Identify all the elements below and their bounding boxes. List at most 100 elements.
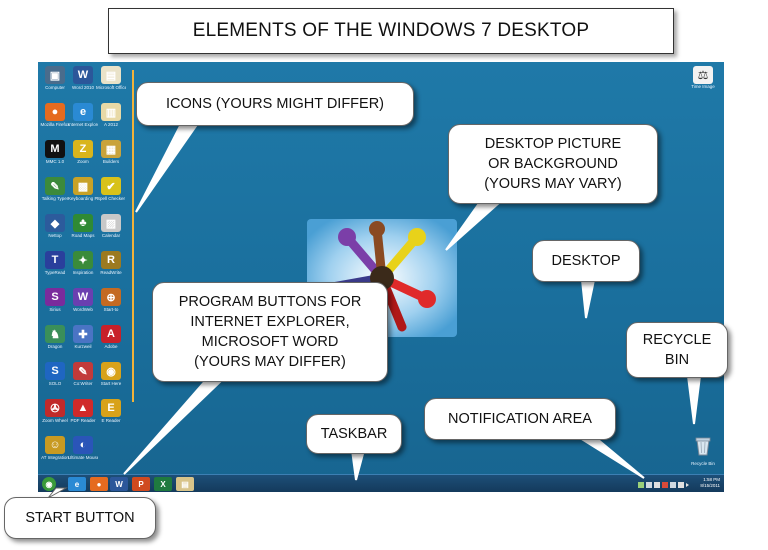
notification-area[interactable]: 1:58 PM 8/15/2011 xyxy=(636,477,722,490)
top-right-desktop-icon[interactable]: ⚖ Time Image xyxy=(688,66,718,89)
callout-program-buttons-line-2: INTERNET EXPLORER, xyxy=(190,314,350,330)
shield-icon: E xyxy=(101,399,121,417)
hat-icon: ▲ xyxy=(73,399,93,417)
desktop-icon-label: PDF Reader xyxy=(70,418,96,423)
word-icon: W xyxy=(73,66,93,84)
taskbar-button-firefox[interactable]: ● xyxy=(90,477,108,491)
desktop-icon-label: Inspiration xyxy=(72,270,94,275)
dragon-icon: ♞ xyxy=(45,325,65,343)
desktop-icon-label: Adobe xyxy=(104,344,118,349)
sirius-icon: S xyxy=(45,288,65,306)
taskbar-button-explorer[interactable]: ▤ xyxy=(176,477,194,491)
desktop-icon[interactable]: ▩Keyboarding Pro xyxy=(68,177,98,201)
tr-icon: T xyxy=(45,251,65,269)
wheel-icon: ✇ xyxy=(45,399,65,417)
desktop-icon[interactable]: ✎Talking Typer xyxy=(40,177,70,201)
desktop-icon[interactable]: ✚Kurzweil xyxy=(68,325,98,349)
desktop-icon[interactable]: ✇Zoom Wheel xyxy=(40,399,70,423)
desktop-icon[interactable]: ●Mozilla Firefox xyxy=(40,103,70,127)
folder-icon: ▥ xyxy=(101,103,121,121)
desktop-icon-label: Microsoft Office xyxy=(96,85,126,90)
desktop-icon-label: Kurzweil xyxy=(74,344,92,349)
callout-start-button-text: START BUTTON xyxy=(25,510,135,526)
desktop-icon[interactable]: ✎Co:Writer xyxy=(68,362,98,386)
keyboard-icon: ▩ xyxy=(73,177,93,195)
desktop-icon-label: Talking Typer xyxy=(41,196,69,201)
kurzweil-icon: ✚ xyxy=(73,325,93,343)
taskbar-button-powerpoint[interactable]: P xyxy=(132,477,150,491)
desktop-icon[interactable]: ♣Road Maps xyxy=(68,214,98,238)
start-button[interactable]: ◉ xyxy=(42,477,56,491)
typer-icon: ✎ xyxy=(45,177,65,195)
desktop-icon[interactable]: ☺AT Integration xyxy=(40,436,70,460)
computer-icon: ▣ xyxy=(45,66,65,84)
callout-notification-area: NOTIFICATION AREA xyxy=(424,398,616,440)
callout-taskbar-text: TASKBAR xyxy=(320,426,388,442)
desktop-icon[interactable]: ◆Nettop xyxy=(40,214,70,238)
checkmark-icon: ✔ xyxy=(101,177,121,195)
desktop-icon-label: Word 2010 xyxy=(72,85,94,90)
desktop-icon-label: A 2012 xyxy=(103,122,118,127)
wordweb-icon: W xyxy=(73,288,93,306)
readwrite-icon: R xyxy=(101,251,121,269)
desktop-icon-label: Calendar xyxy=(101,233,121,238)
callout-recycle-bin-line-2: BIN xyxy=(664,352,690,368)
callout-recycle-bin: RECYCLE BIN xyxy=(626,322,728,378)
cowriter-icon: ✎ xyxy=(73,362,93,380)
recycle-bin[interactable]: Recycle Bin xyxy=(686,436,720,466)
recycle-bin-icon xyxy=(695,437,711,456)
palm-icon: ♣ xyxy=(73,214,93,232)
desktop-icon[interactable]: ▲PDF Reader xyxy=(68,399,98,423)
desktop-icon[interactable]: ⊕Start-to xyxy=(96,288,126,312)
desktop-icon-label: Spell Checker xyxy=(96,196,125,201)
desktop-icon-label: Zoom xyxy=(77,159,89,164)
taskbar-button-word[interactable]: W xyxy=(110,477,128,491)
clock-time: 1:58 PM xyxy=(703,477,720,482)
desktop-icon[interactable]: ♞Dragon xyxy=(40,325,70,349)
tray-icons xyxy=(638,482,689,488)
desktop-icon[interactable]: ▥A 2012 xyxy=(96,103,126,127)
m-app-icon: M xyxy=(45,140,65,158)
desktop-icon[interactable]: ▨Calendar xyxy=(96,214,126,238)
ie-icon: e xyxy=(73,103,93,121)
adobe-icon: A xyxy=(101,325,121,343)
desktop-icon[interactable]: ▦Builders xyxy=(96,140,126,164)
taskbar-button-internet-explorer[interactable]: e xyxy=(68,477,86,491)
callout-program-buttons-line-4: (YOURS MAY DIFFER) xyxy=(194,354,346,370)
z-app-icon: Z xyxy=(73,140,93,158)
system-clock[interactable]: 1:58 PM 8/15/2011 xyxy=(694,477,720,489)
desktop-icon[interactable]: ▤Microsoft Office xyxy=(96,66,126,90)
desktop-icon-label: E Reader xyxy=(101,418,121,423)
desktop-icon-label: AT Integration xyxy=(41,455,69,460)
inspiration-icon: ✦ xyxy=(73,251,93,269)
desktop-icon-label: Start-to xyxy=(103,307,119,312)
desktop-icon[interactable]: ✦Inspiration xyxy=(68,251,98,275)
desktop-icon-label: Start Here xyxy=(100,381,122,386)
desktop-icon-label: SOLO xyxy=(48,381,62,386)
desktop-icon[interactable]: ◐Ultimate Mouse xyxy=(68,436,98,460)
desktop-icon[interactable]: ◉Start Here xyxy=(96,362,126,386)
taskbar-button-excel[interactable]: X xyxy=(154,477,172,491)
callout-desktop-text: DESKTOP xyxy=(551,253,621,269)
desktop-icon-label: Sirius xyxy=(49,307,61,312)
callout-icons-text: ICONS (YOURS MIGHT DIFFER) xyxy=(165,96,385,112)
desktop-icon-label: Co:Writer xyxy=(73,381,93,386)
people-icon: ☺ xyxy=(45,436,65,454)
desktop-icon-label: Internet Explorer xyxy=(68,122,98,127)
desktop-icon-label: ReadWrite xyxy=(100,270,122,275)
desktop-icon[interactable]: ▣Computer xyxy=(40,66,70,90)
scales-icon: ⚖ xyxy=(693,66,713,84)
desktop-icon[interactable]: ✔Spell Checker xyxy=(96,177,126,201)
